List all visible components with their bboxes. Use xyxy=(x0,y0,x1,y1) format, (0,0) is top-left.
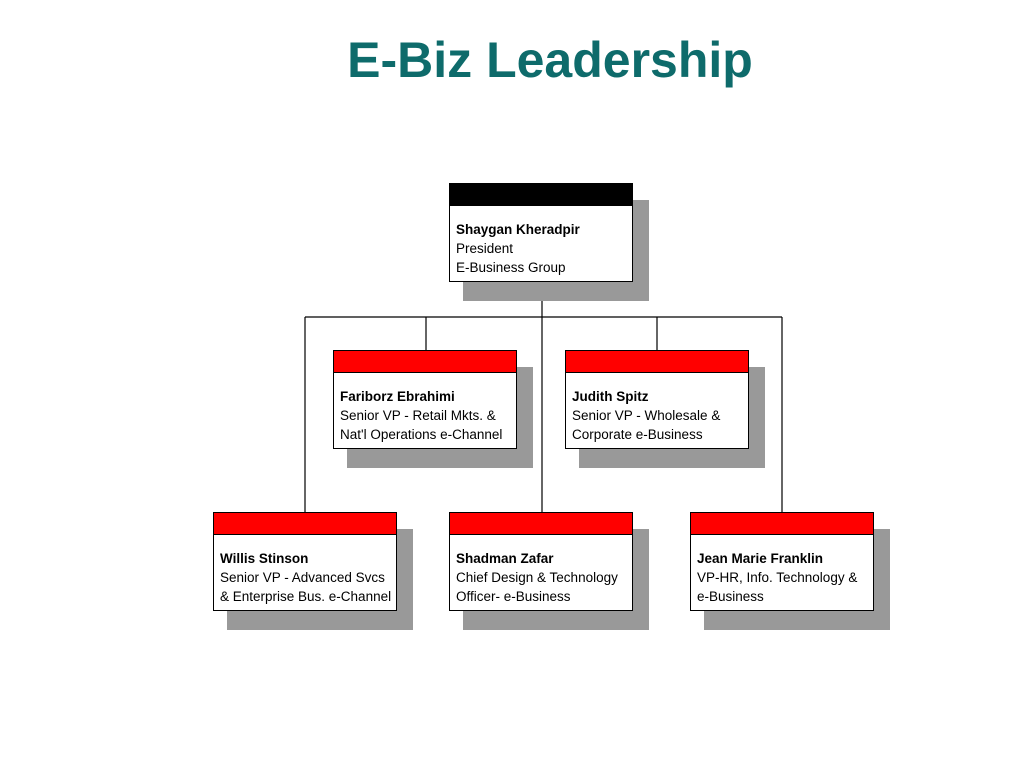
person-title-line2: Officer- e-Business xyxy=(456,589,571,604)
node-text: Fariborz Ebrahimi Senior VP - Retail Mkt… xyxy=(340,387,512,444)
person-title-line2: & Enterprise Bus. e-Channel xyxy=(220,589,392,604)
node-box: Shaygan Kheradpir President E-Business G… xyxy=(449,183,633,282)
node-text: Judith Spitz Senior VP - Wholesale & Cor… xyxy=(572,387,744,444)
node-box: Willis Stinson Senior VP - Advanced Svcs… xyxy=(213,512,397,611)
person-title-line1: Senior VP - Retail Mkts. & xyxy=(340,408,496,423)
node-header xyxy=(214,513,396,535)
org-node-shadman-zafar: Shadman Zafar Chief Design & Technology … xyxy=(449,512,649,630)
node-box: Fariborz Ebrahimi Senior VP - Retail Mkt… xyxy=(333,350,517,449)
node-header xyxy=(450,513,632,535)
person-name: Fariborz Ebrahimi xyxy=(340,389,455,404)
person-name: Judith Spitz xyxy=(572,389,649,404)
org-node-judith-spitz: Judith Spitz Senior VP - Wholesale & Cor… xyxy=(565,350,765,468)
node-text: Shaygan Kheradpir President E-Business G… xyxy=(456,220,628,277)
node-header xyxy=(334,351,516,373)
person-title-line1: Chief Design & Technology xyxy=(456,570,618,585)
node-header xyxy=(566,351,748,373)
node-text: Shadman Zafar Chief Design & Technology … xyxy=(456,549,628,606)
node-box: Shadman Zafar Chief Design & Technology … xyxy=(449,512,633,611)
node-header xyxy=(691,513,873,535)
node-text: Jean Marie Franklin VP-HR, Info. Technol… xyxy=(697,549,869,606)
node-text: Willis Stinson Senior VP - Advanced Svcs… xyxy=(220,549,392,606)
node-header xyxy=(450,184,632,206)
person-name: Willis Stinson xyxy=(220,551,309,566)
person-title-line1: President xyxy=(456,241,514,256)
org-node-willis-stinson: Willis Stinson Senior VP - Advanced Svcs… xyxy=(213,512,413,630)
node-box: Jean Marie Franklin VP-HR, Info. Technol… xyxy=(690,512,874,611)
person-name: Shadman Zafar xyxy=(456,551,554,566)
person-title-line2: e-Business xyxy=(697,589,764,604)
org-node-fariborz-ebrahimi: Fariborz Ebrahimi Senior VP - Retail Mkt… xyxy=(333,350,533,468)
person-title-line2: Nat'l Operations e-Channel xyxy=(340,427,503,442)
person-name: Jean Marie Franklin xyxy=(697,551,824,566)
person-title-line1: Senior VP - Wholesale & xyxy=(572,408,721,423)
person-title-line1: Senior VP - Advanced Svcs xyxy=(220,570,385,585)
org-node-jean-marie-franklin: Jean Marie Franklin VP-HR, Info. Technol… xyxy=(690,512,890,630)
page-title: E-Biz Leadership xyxy=(347,32,753,88)
person-title-line2: E-Business Group xyxy=(456,260,566,275)
org-node-president: Shaygan Kheradpir President E-Business G… xyxy=(449,183,649,301)
person-title-line1: VP-HR, Info. Technology & xyxy=(697,570,858,585)
person-name: Shaygan Kheradpir xyxy=(456,222,580,237)
person-title-line2: Corporate e-Business xyxy=(572,427,703,442)
node-box: Judith Spitz Senior VP - Wholesale & Cor… xyxy=(565,350,749,449)
